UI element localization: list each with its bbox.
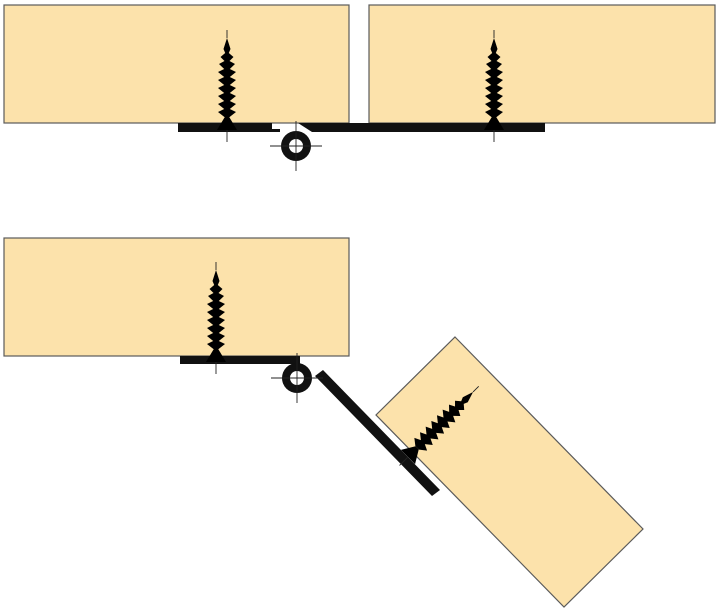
wood-panel-tilted <box>375 336 644 608</box>
wood-panel-right <box>368 4 716 124</box>
wood-panel-fixed <box>3 237 350 357</box>
wood-panel-left <box>3 4 350 124</box>
hinge-leaf-tilted <box>315 370 440 496</box>
hinge-pivot-angled <box>271 353 323 403</box>
hinge-pivot <box>270 121 322 171</box>
open-hinge-view <box>3 4 716 171</box>
hinge-leaf-right <box>298 123 545 132</box>
angled-hinge-view <box>3 237 644 608</box>
hinge-leaf-fixed <box>180 356 300 364</box>
